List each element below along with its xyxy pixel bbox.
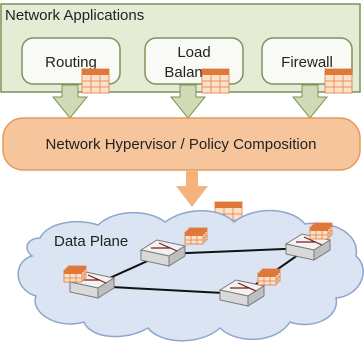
switch-bottom-middle-flow-table-icon — [257, 268, 281, 286]
link-top-right — [162, 247, 309, 255]
load-balancer-policy-table-icon — [201, 68, 230, 94]
switch-bottom-middle — [218, 279, 266, 307]
routing-label: Routing — [45, 54, 97, 71]
data-plane-label: Data Plane — [54, 233, 128, 250]
network-applications-title: Network Applications — [5, 7, 144, 24]
load-balancer-down-arrow — [169, 84, 207, 119]
switch-left-flow-table-icon — [63, 265, 87, 283]
firewall-down-arrow — [291, 84, 329, 119]
switch-top-middle — [139, 239, 187, 267]
routing-policy-table-icon — [81, 68, 110, 94]
switch-right-flow-table-icon — [309, 222, 333, 240]
data-plane-cloud — [17, 209, 364, 342]
firewall-policy-table-icon — [324, 68, 353, 94]
routing-down-arrow — [51, 84, 89, 119]
hypervisor-policy-composition-bar — [2, 117, 361, 171]
load-balancer-label-line1: Load — [177, 44, 210, 61]
hypervisor-label: Network Hypervisor / Policy Composition — [46, 136, 317, 153]
firewall-label: Firewall — [281, 54, 333, 71]
switch-top-middle-flow-table-icon — [184, 227, 208, 245]
link-left-bottom — [91, 285, 243, 295]
composed-policy-down-arrow — [176, 170, 208, 207]
